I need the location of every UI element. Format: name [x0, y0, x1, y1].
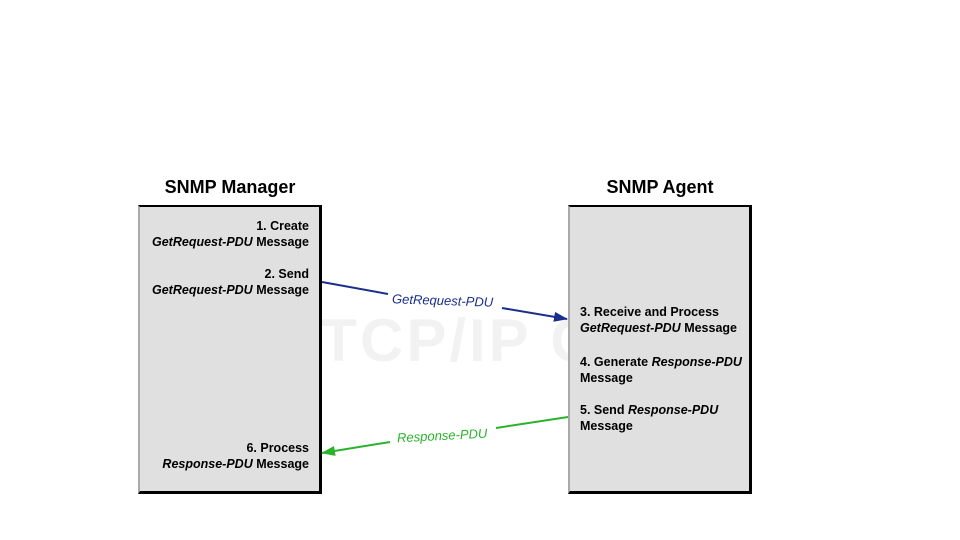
manager-title: SNMP Manager: [164, 177, 296, 197]
step-receive-process-pdu: GetRequest-PDU: [580, 321, 681, 335]
step-send-response-line2: Message: [580, 419, 633, 433]
step-generate-response: 4. Generate Response-PDU Message: [580, 354, 742, 386]
agent-box: [568, 205, 752, 494]
step-process-response-pdu: Response-PDU: [162, 457, 253, 471]
manager-box: [138, 205, 322, 494]
step-send-request-pdu: GetRequest-PDU: [152, 283, 253, 297]
step-receive-process: 3. Receive and Process GetRequest-PDU Me…: [580, 304, 737, 336]
request-arrow-segment-2: [501, 307, 568, 322]
step-receive-process-suffix: Message: [680, 321, 737, 335]
response-arrow-segment-2: [321, 441, 391, 456]
step-create-number: 1. Create: [256, 219, 309, 233]
step-send-request-number: 2. Send: [264, 267, 309, 281]
step-process-response: 6. Process Response-PDU Message: [140, 440, 309, 472]
step-process-response-suffix: Message: [252, 457, 309, 471]
step-send-response-pdu: Response-PDU: [627, 403, 719, 417]
step-create-suffix: Message: [252, 235, 309, 249]
step-process-response-number: 6. Process: [246, 441, 309, 455]
response-arrow-segment-1: [495, 416, 569, 429]
agent-title: SNMP Agent: [606, 177, 714, 197]
step-create-pdu: GetRequest-PDU: [152, 235, 253, 249]
step-send-response: 5. Send Response-PDU Message: [580, 402, 718, 434]
step-send-response-prefix: 5. Send: [580, 403, 628, 417]
step-create: 1. Create GetRequest-PDU Message: [140, 218, 309, 250]
step-generate-response-prefix: 4. Generate: [580, 355, 652, 369]
step-receive-process-line1: 3. Receive and Process: [580, 305, 719, 319]
step-send-request-suffix: Message: [252, 283, 309, 297]
step-generate-response-line2: Message: [580, 371, 633, 385]
step-generate-response-pdu: Response-PDU: [651, 355, 742, 369]
request-arrow-segment-1: [321, 281, 389, 295]
step-send-request: 2. Send GetRequest-PDU Message: [140, 266, 309, 298]
